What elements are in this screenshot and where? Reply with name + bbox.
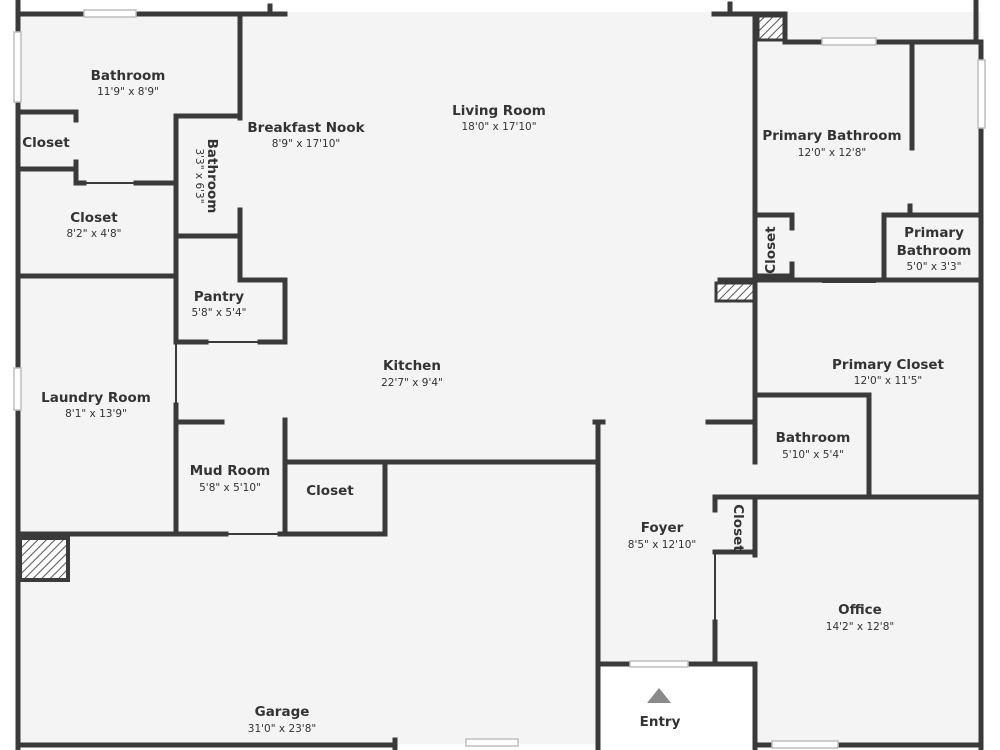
foyer-name: Foyer	[641, 520, 684, 536]
closet-2-dims: 8'2" x 4'8"	[66, 228, 121, 240]
foyer-dims: 8'5" x 12'10"	[628, 539, 696, 551]
bathroom-3-dims: 5'10" x 5'4"	[782, 449, 844, 461]
primary-bath-small-name-line2: Bathroom	[897, 243, 972, 259]
laundry-room-dims: 8'1" x 13'9"	[65, 408, 127, 420]
entry-arrow-icon	[647, 688, 671, 703]
living-room-dims: 18'0" x 17'10"	[461, 121, 536, 133]
living-room-name: Living Room	[452, 103, 546, 119]
windows	[13, 9, 986, 749]
kitchen-name: Kitchen	[383, 358, 441, 374]
hatched-shafts	[18, 14, 786, 582]
breakfast-nook-name: Breakfast Nook	[247, 120, 365, 136]
door-openings	[84, 182, 876, 622]
room-labels: Bathroom 11'9" x 8'9" Closet Bathroom 3'…	[22, 68, 971, 735]
exterior-walls	[15, 0, 984, 750]
primary-bathroom-name: Primary Bathroom	[762, 128, 901, 144]
closet-foyer-name: Closet	[730, 504, 746, 552]
mud-room-name: Mud Room	[190, 463, 270, 479]
bathroom-2-name: Bathroom	[204, 139, 220, 214]
garage-name: Garage	[255, 704, 310, 720]
floor-area	[18, 12, 981, 750]
primary-closet-name: Primary Closet	[832, 357, 945, 373]
pantry-name: Pantry	[194, 289, 244, 305]
primary-closet-dims: 12'0" x 11'5"	[854, 375, 922, 387]
closet-3-name: Closet	[306, 483, 354, 499]
bathroom-2-dims: 3'3" x 6'3"	[193, 148, 205, 203]
closet-small-name: Closet	[22, 135, 70, 151]
office-name: Office	[838, 602, 882, 618]
closet-2-name: Closet	[70, 210, 118, 226]
bathroom-1-dims: 11'9" x 8'9"	[97, 86, 159, 98]
primary-bathroom-dims: 12'0" x 12'8"	[798, 147, 866, 159]
interior-walls	[15, 11, 984, 750]
mud-room-dims: 5'8" x 5'10"	[199, 482, 261, 494]
bathroom-1-name: Bathroom	[91, 68, 166, 84]
garage-dims: 31'0" x 23'8"	[248, 723, 316, 735]
bathroom-3-name: Bathroom	[776, 430, 851, 446]
breakfast-nook-dims: 8'9" x 17'10"	[272, 138, 340, 150]
closet-vertical-name: Closet	[763, 226, 779, 274]
office-dims: 14'2" x 12'8"	[826, 621, 894, 633]
laundry-room-name: Laundry Room	[41, 390, 151, 406]
primary-bath-small-name-line1: Primary	[904, 225, 964, 241]
kitchen-dims: 22'7" x 9'4"	[381, 377, 443, 389]
pantry-dims: 5'8" x 5'4"	[191, 307, 246, 319]
primary-bath-small-dims: 5'0" x 3'3"	[906, 261, 961, 273]
entry-name: Entry	[640, 714, 681, 730]
